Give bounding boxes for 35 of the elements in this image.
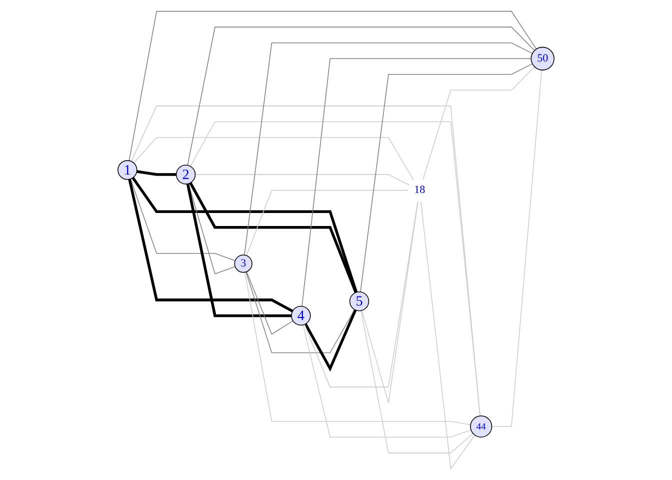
node-circle: 1 [118,160,138,180]
connector [246,190,409,256]
connector [420,201,476,470]
connector [189,182,358,294]
connector [491,70,542,427]
connector [360,63,533,292]
connector [136,170,176,176]
connector [194,174,410,186]
connector [246,272,355,354]
connector [187,26,535,166]
connector [132,176,358,293]
connector [422,66,535,180]
connector [186,184,292,318]
node-text: 18 [414,184,426,196]
connector [130,106,480,416]
node-circle: 5 [349,291,370,312]
connector [360,310,474,454]
connector [133,137,414,181]
node-circle: 2 [176,164,196,184]
connector [361,201,418,404]
node-circle: 4 [291,306,311,326]
connector [190,121,480,416]
connector [302,324,472,438]
node-circle: 44 [470,415,492,438]
connector [304,201,418,388]
connector [244,272,471,426]
connector [128,178,294,312]
connector [244,42,533,256]
connector [304,309,357,372]
connector [128,10,537,162]
node-circle: 50 [530,46,554,70]
connector [246,271,294,335]
connector [130,178,236,262]
node-circle: 3 [234,254,252,273]
connector [302,58,532,307]
